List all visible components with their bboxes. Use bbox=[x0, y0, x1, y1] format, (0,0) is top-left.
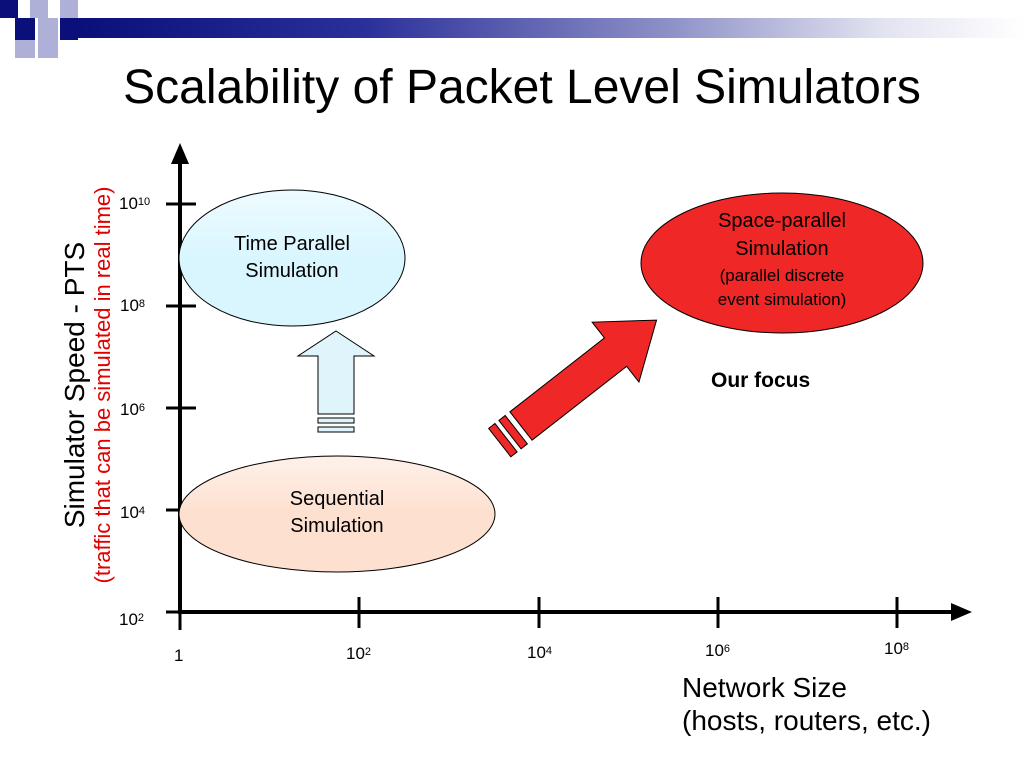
deco-square bbox=[15, 18, 35, 40]
time-parallel-label: Time Parallel Simulation bbox=[212, 231, 372, 285]
deco-square bbox=[60, 18, 78, 40]
y-tick-label: 1010 bbox=[119, 194, 151, 213]
x-tick-label: 106 bbox=[705, 641, 731, 660]
sequential-label: Sequential Simulation bbox=[257, 486, 417, 540]
y-tick-label: 108 bbox=[120, 296, 146, 315]
up-arrow-stripe bbox=[317, 417, 355, 424]
space-parallel-line1: Space-parallel bbox=[718, 210, 846, 232]
up-arrow-stripe bbox=[317, 426, 355, 433]
space-parallel-line4: event simulation) bbox=[717, 290, 847, 309]
y-tick-label: 102 bbox=[119, 610, 145, 629]
x-tick-label: 104 bbox=[527, 643, 553, 662]
x-axis-label-line1: Network Size bbox=[682, 672, 847, 703]
red-arrow-stripe bbox=[487, 422, 518, 458]
y-axis-arrowhead bbox=[171, 143, 189, 164]
sequential-line1: Sequential bbox=[289, 488, 385, 510]
deco-square bbox=[30, 0, 48, 18]
y-axis-sublabel: (traffic that can be simulated in real t… bbox=[90, 186, 115, 584]
space-parallel-line2: Simulation bbox=[735, 238, 829, 260]
deco-square bbox=[60, 0, 78, 18]
space-parallel-label: Space-parallel Simulation (parallel disc… bbox=[672, 207, 892, 311]
focus-label: Our focus bbox=[711, 369, 811, 392]
space-parallel-line3: (parallel discrete bbox=[719, 266, 845, 285]
deco-square bbox=[15, 40, 35, 58]
x-tick-label: 1 bbox=[174, 646, 184, 665]
y-tick-label: 104 bbox=[120, 503, 146, 522]
x-axis-arrowhead bbox=[951, 603, 972, 621]
sequential-line2: Simulation bbox=[290, 515, 384, 537]
x-tick-label: 102 bbox=[346, 644, 372, 663]
time-parallel-line1: Time Parallel bbox=[234, 233, 350, 255]
ellipse-highlight bbox=[180, 457, 494, 571]
ellipse-highlight bbox=[180, 191, 404, 325]
deco-square bbox=[38, 40, 58, 58]
y-axis-label: Simulator Speed - PTS bbox=[59, 241, 90, 529]
x-tick-label: 108 bbox=[884, 639, 910, 658]
x-axis-label: Network Size (hosts, routers, etc.) bbox=[682, 671, 931, 737]
x-axis-label-line2: (hosts, routers, etc.) bbox=[682, 705, 931, 736]
red-arrow-body bbox=[509, 319, 658, 441]
title-bar bbox=[78, 18, 1024, 38]
red-arrow-stripe bbox=[498, 414, 529, 450]
deco-square bbox=[0, 0, 18, 18]
space-parallel-ellipse bbox=[640, 192, 924, 334]
deco-square bbox=[38, 18, 58, 40]
red-arrow bbox=[487, 319, 658, 458]
y-tick-label: 106 bbox=[120, 400, 146, 419]
time-parallel-line2: Simulation bbox=[245, 260, 339, 282]
up-arrow bbox=[296, 330, 376, 415]
slide-title: Scalability of Packet Level Simulators bbox=[123, 61, 921, 114]
